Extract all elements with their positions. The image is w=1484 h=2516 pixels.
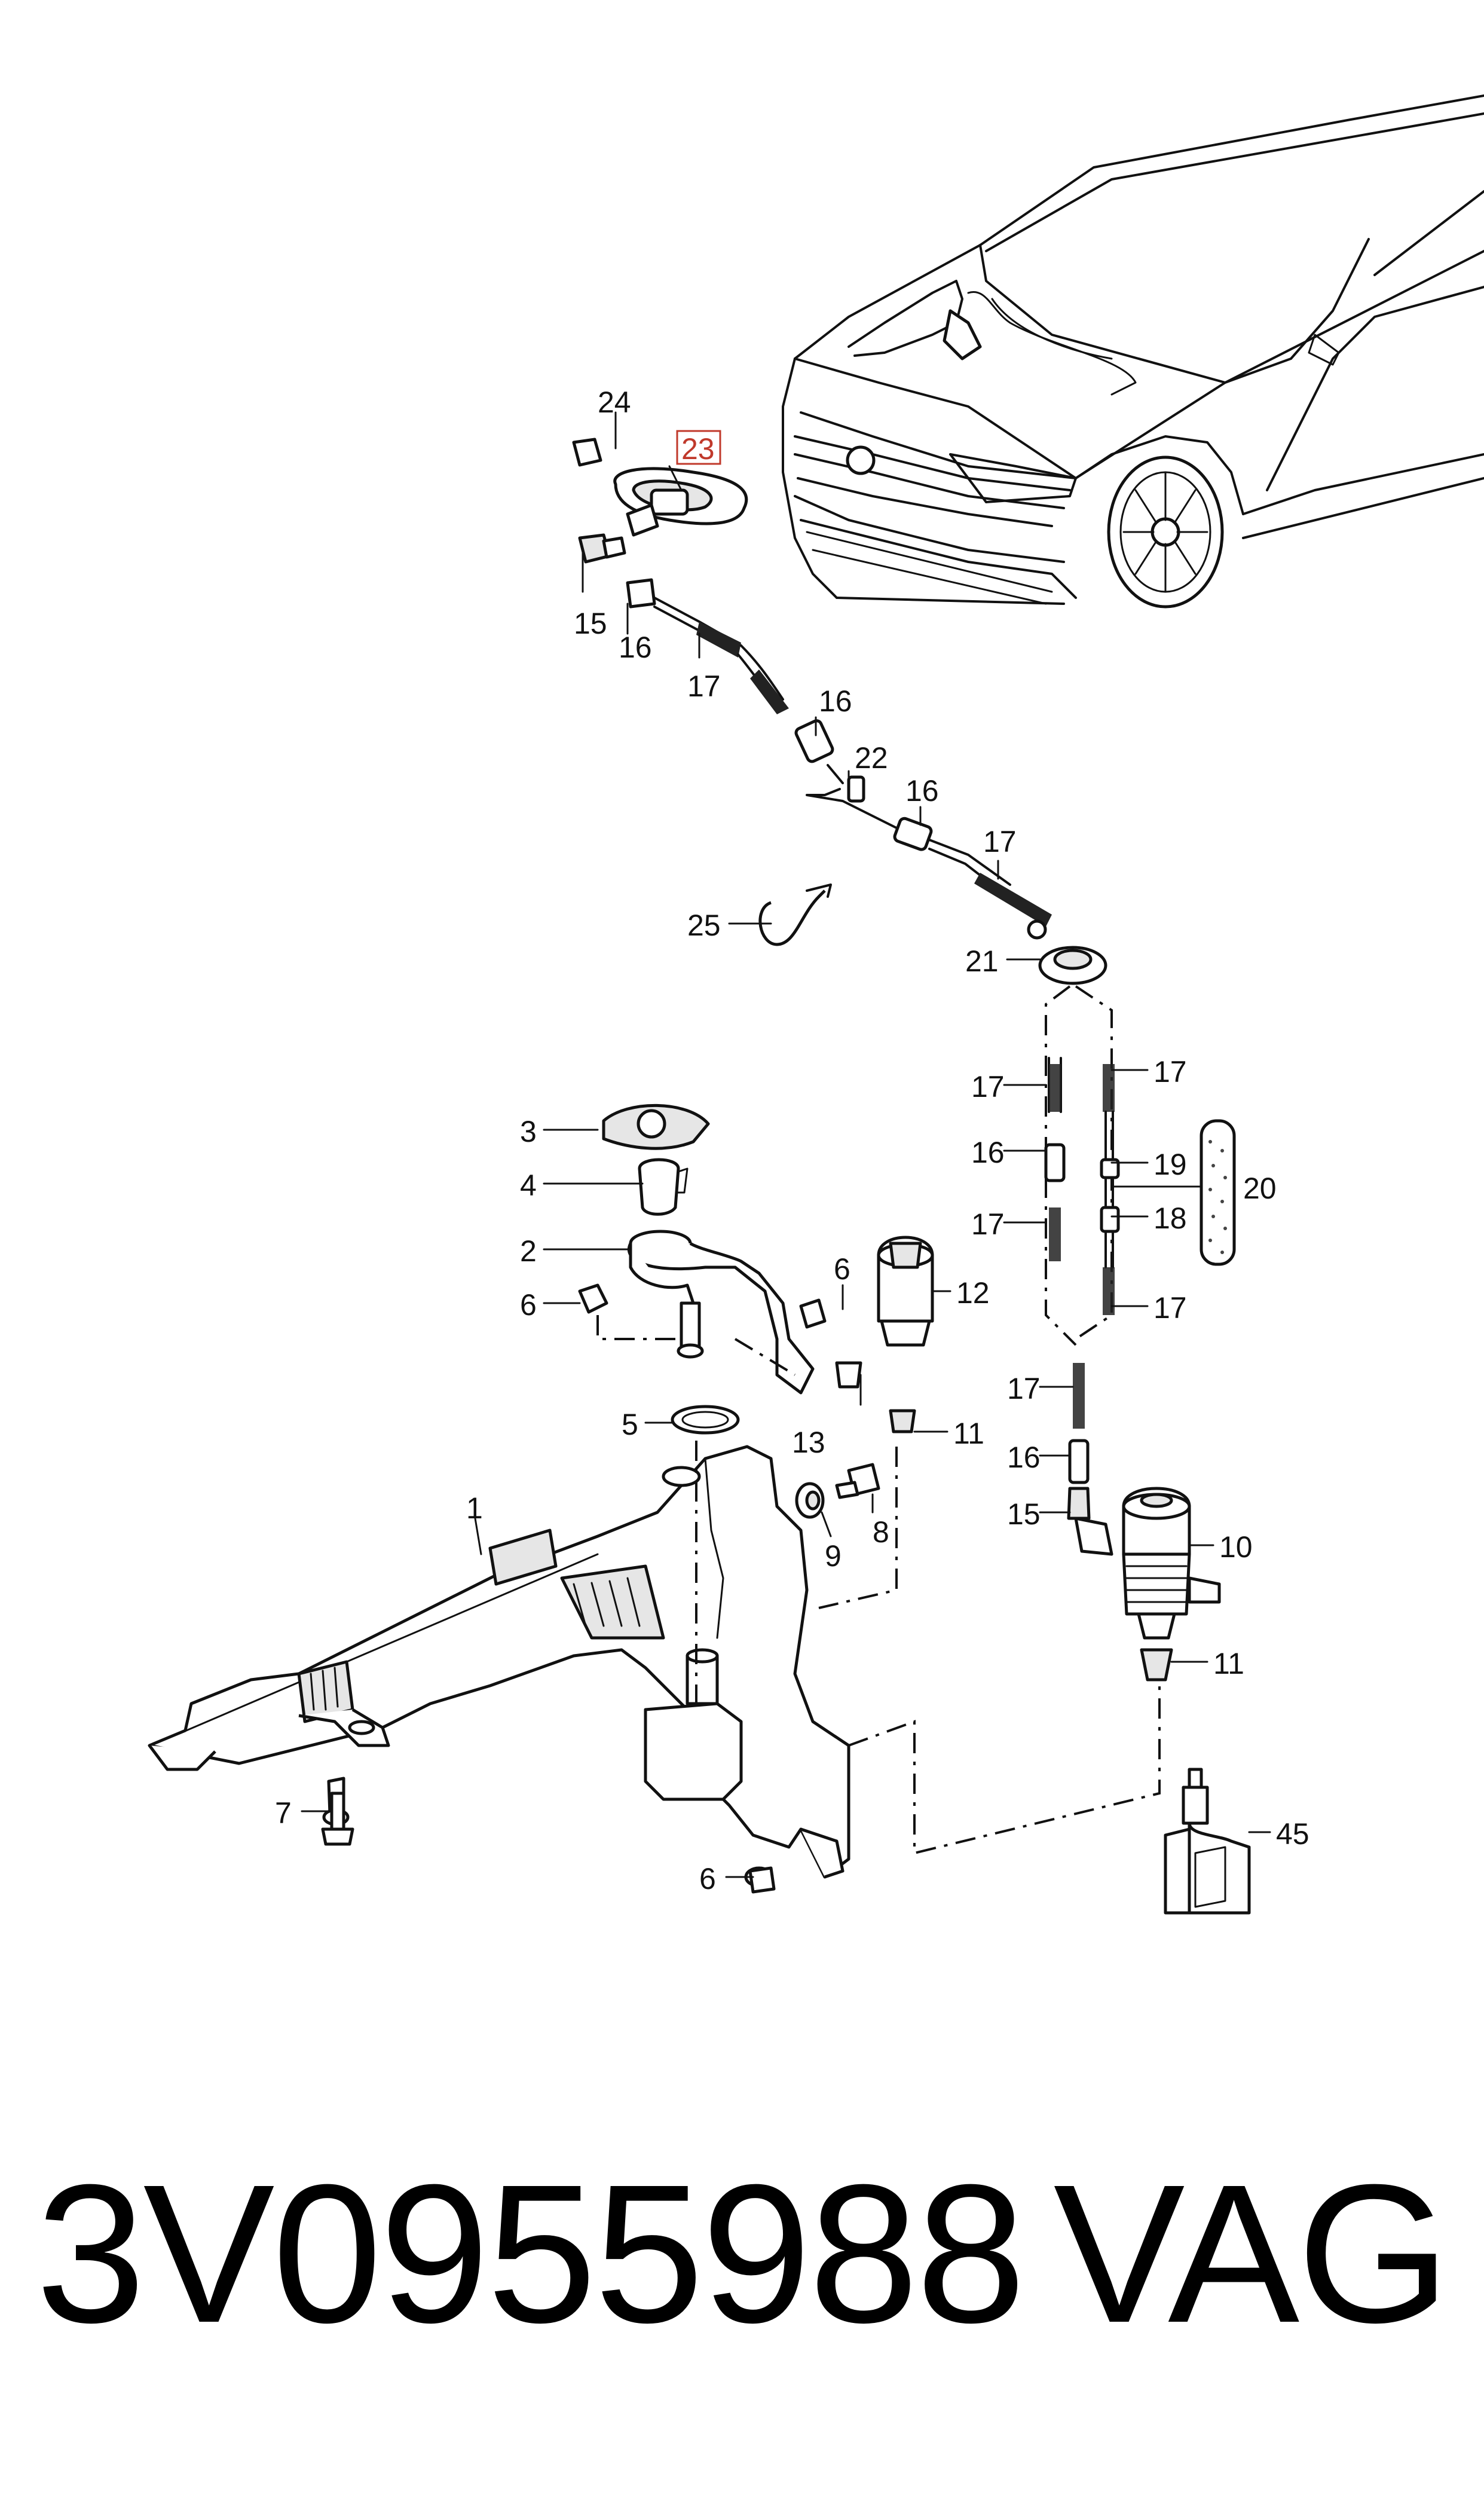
callout-15-upper: 15 <box>574 607 607 640</box>
callout-4: 4 <box>520 1169 537 1202</box>
callout-20: 20 <box>1243 1172 1277 1205</box>
callout-6-right: 6 <box>834 1252 850 1286</box>
part-number: 3V0955988 <box>36 2143 1026 2364</box>
washer-nozzle <box>572 438 748 537</box>
callout-25: 25 <box>687 909 721 942</box>
callout-16-b: 16 <box>819 684 852 718</box>
callout-24: 24 <box>598 386 631 419</box>
callout-13: 13 <box>792 1426 825 1459</box>
callout-11-upper: 11 <box>953 1417 984 1450</box>
callout-15-lower: 15 <box>1007 1497 1041 1531</box>
callout-16-d: 16 <box>971 1136 1005 1169</box>
callout-19: 19 <box>1153 1148 1187 1181</box>
callout-17-g: 17 <box>1007 1372 1041 1405</box>
callout-23: 23 <box>681 432 715 466</box>
brand-name: VAG <box>1053 2143 1451 2364</box>
callout-17-f: 17 <box>1153 1291 1187 1325</box>
pump-12-assembly <box>795 1236 934 1609</box>
callout-16-c: 16 <box>905 774 939 808</box>
callout-10: 10 <box>1219 1530 1253 1564</box>
filler-neck-assembly <box>578 1103 827 1435</box>
callout-16-upper: 16 <box>619 631 652 664</box>
callout-6-left: 6 <box>520 1288 537 1322</box>
callouts: 24 23 15 16 17 16 22 16 17 25 21 17 17 1… <box>275 386 1309 1896</box>
callout-17-b: 17 <box>983 825 1017 858</box>
cable-tie <box>758 883 832 946</box>
callout-12: 12 <box>956 1276 990 1310</box>
callout-17-e: 17 <box>971 1207 1005 1241</box>
callout-8: 8 <box>873 1515 889 1549</box>
callout-5: 5 <box>622 1408 638 1441</box>
callout-17-upper: 17 <box>687 669 721 703</box>
fluid-bottle <box>848 1686 1251 1915</box>
car-illustration <box>782 94 1484 609</box>
hose-detail-column <box>1044 985 1236 1346</box>
callout-6-bottom: 6 <box>699 1862 716 1896</box>
callout-1: 1 <box>466 1491 483 1525</box>
screw-7 <box>321 1792 354 1846</box>
leader-lines <box>301 411 1271 1878</box>
callout-7: 7 <box>275 1796 292 1830</box>
callout-17-c: 17 <box>971 1070 1005 1103</box>
callout-18: 18 <box>1153 1202 1187 1235</box>
callout-9: 9 <box>825 1539 842 1573</box>
nut-6-lower <box>748 1866 776 1894</box>
callout-3: 3 <box>520 1115 537 1148</box>
callout-2: 2 <box>520 1234 537 1268</box>
callout-16-e: 16 <box>1007 1441 1041 1474</box>
hose-assembly-lower <box>1067 1363 1221 1682</box>
callout-21: 21 <box>965 944 999 978</box>
callout-17-d: 17 <box>1153 1055 1187 1089</box>
callout-22: 22 <box>855 741 888 775</box>
callout-45: 45 <box>1276 1817 1309 1851</box>
grommet <box>1038 946 1107 985</box>
washer-fluid-reservoir <box>148 1441 850 1888</box>
hose-assembly-upper <box>578 533 1052 940</box>
callout-23-highlight <box>676 430 721 465</box>
callout-11-lower: 11 <box>1213 1647 1244 1680</box>
